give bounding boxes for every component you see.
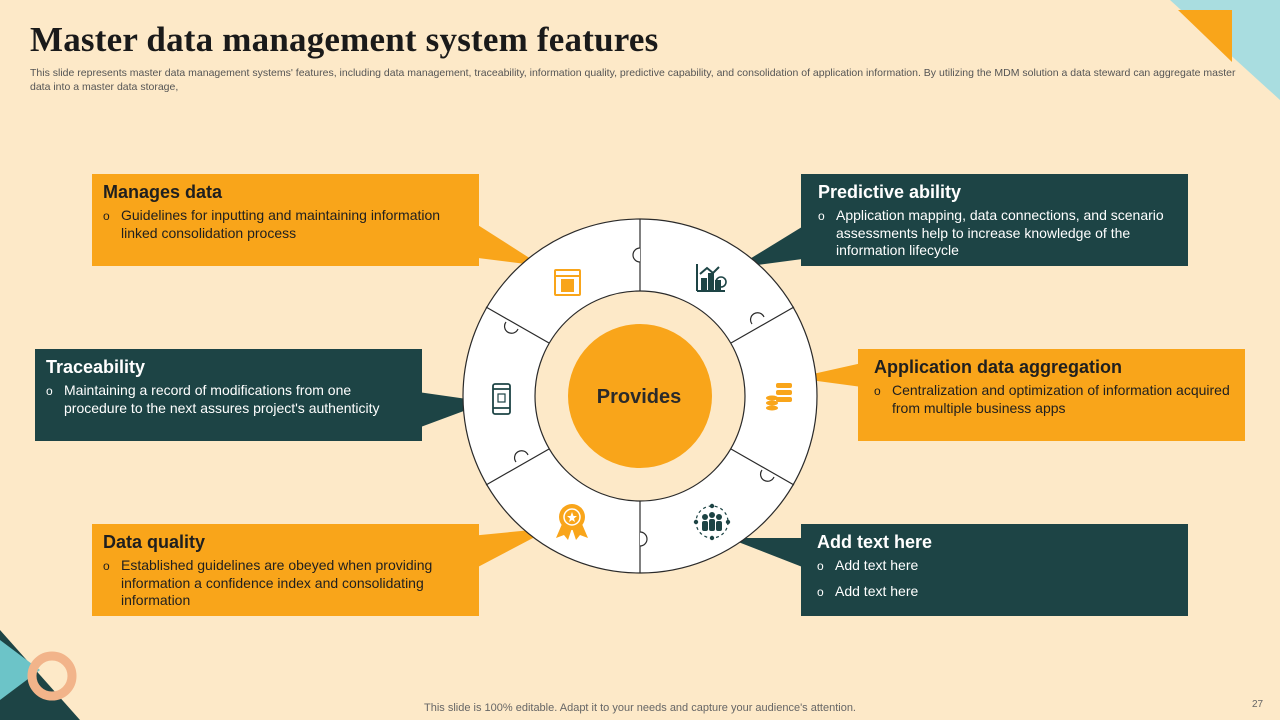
card-bullet: Centralization and optimization of infor…	[874, 382, 1231, 417]
card-bullet: Add text here	[817, 583, 1174, 601]
bottom-left-decoration	[0, 630, 80, 720]
page-number: 27	[1252, 699, 1264, 710]
mobile-phone-icon	[492, 383, 511, 415]
pointer-data-quality	[470, 528, 552, 568]
award-badge-icon	[556, 504, 588, 540]
database-coins-icon	[766, 383, 792, 411]
center-circle	[568, 324, 712, 468]
card-bullet: Established guidelines are obeyed when p…	[103, 557, 465, 610]
card-data-quality: Data quality Established guidelines are …	[92, 524, 479, 616]
card-bullet: Guidelines for inputting and maintaining…	[103, 207, 465, 242]
card-bullet: Add text here	[817, 557, 1174, 575]
pointer-aggregation	[795, 363, 862, 387]
card-add-text: Add text here Add text here Add text her…	[801, 524, 1188, 616]
pointer-add-text	[728, 538, 805, 568]
card-bullet: Application mapping, data connections, a…	[818, 207, 1174, 260]
card-manages-data: Manages data Guidelines for inputting an…	[92, 174, 479, 266]
card-title: Application data aggregation	[874, 357, 1123, 377]
chart-analysis-icon	[696, 264, 727, 292]
center-label: Provides	[597, 386, 681, 408]
footer-note: This slide is 100% editable. Adapt it to…	[424, 702, 856, 714]
card-title: Traceability	[46, 357, 146, 377]
page-subtitle: This slide represents master data manage…	[30, 67, 1236, 93]
card-title: Add text here	[817, 532, 933, 552]
top-right-decoration	[1170, 0, 1280, 100]
card-title: Data quality	[103, 532, 206, 552]
card-title: Manages data	[103, 182, 223, 202]
card-traceability: Traceability Maintaining a record of mod…	[35, 349, 422, 441]
page-title: Master data management system features	[30, 20, 659, 59]
card-application-data-aggregation: Application data aggregation Centralizat…	[858, 349, 1245, 441]
pointer-predictive-ability	[735, 222, 810, 268]
pointer-manages-data	[470, 220, 542, 266]
card-bullet: Maintaining a record of modifications fr…	[46, 382, 408, 417]
team-network-icon	[693, 503, 731, 541]
web-page-icon	[554, 269, 581, 296]
card-predictive-ability: Predictive ability Application mapping, …	[801, 174, 1188, 266]
card-title: Predictive ability	[818, 182, 962, 202]
